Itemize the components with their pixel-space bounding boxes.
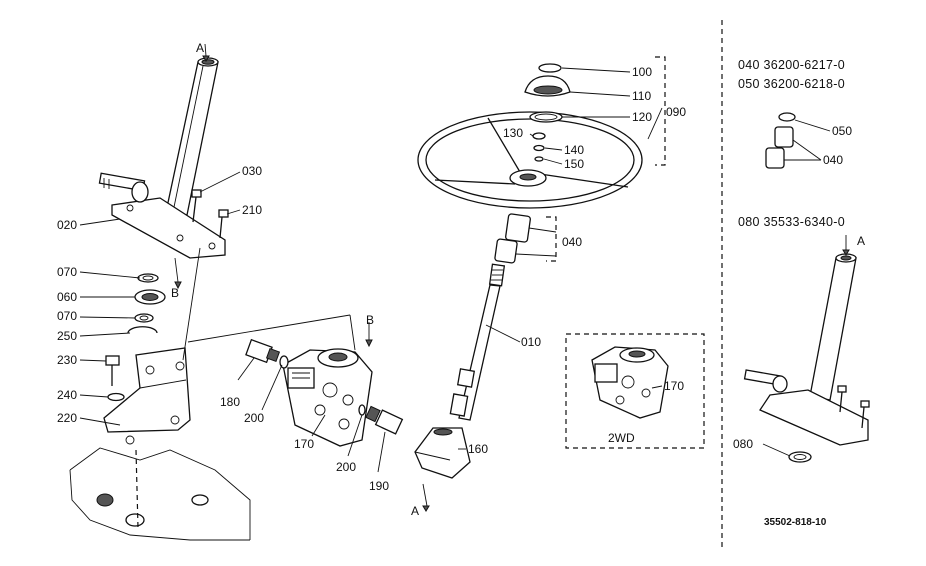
label-060: 060 xyxy=(57,290,77,304)
ref-b-right: B xyxy=(366,313,374,327)
ref-a-top-left: A xyxy=(196,41,204,55)
steering-shaft xyxy=(414,213,531,512)
part-number-040: 040 36200-6217-0 xyxy=(738,58,845,72)
steering-column-assembly xyxy=(69,57,251,541)
2wd-pump xyxy=(591,346,669,419)
label-030: 030 xyxy=(242,164,262,178)
label-110: 110 xyxy=(632,89,651,103)
label-250: 250 xyxy=(57,329,77,343)
label-020: 020 xyxy=(57,218,77,232)
ref-a-bottom: A xyxy=(411,504,419,518)
figure-code: 35502-818-10 xyxy=(764,517,827,528)
label-210: 210 xyxy=(242,203,262,217)
power-steering-pump xyxy=(282,348,373,447)
ref-a-right: A xyxy=(857,234,865,248)
label-040-right: 040 xyxy=(823,153,843,167)
label-070-upper: 070 xyxy=(57,265,77,279)
label-180: 180 xyxy=(220,395,240,409)
label-090: 090 xyxy=(666,105,686,119)
label-140: 140 xyxy=(564,143,584,157)
spare-parts-right xyxy=(743,112,870,463)
label-170-2wd: 170 xyxy=(664,379,684,393)
label-130: 130 xyxy=(503,126,523,140)
label-190: 190 xyxy=(369,479,389,493)
label-040: 040 xyxy=(562,235,582,249)
label-160: 160 xyxy=(468,442,488,456)
steering-wheel-assembly xyxy=(417,63,643,209)
variant-label-2wd: 2WD xyxy=(608,431,635,445)
label-010: 010 xyxy=(521,335,541,349)
label-240: 240 xyxy=(57,388,77,402)
label-200-right: 200 xyxy=(336,460,356,474)
label-070-lower: 070 xyxy=(57,309,77,323)
label-120: 120 xyxy=(632,110,652,124)
label-200-left: 200 xyxy=(244,411,264,425)
label-080-right: 080 xyxy=(733,437,753,451)
label-150: 150 xyxy=(564,157,584,171)
hose-fittings xyxy=(245,338,404,435)
leader-lines xyxy=(79,67,831,473)
part-number-050: 050 36200-6218-0 xyxy=(738,77,845,91)
label-050-right: 050 xyxy=(832,124,852,138)
label-220: 220 xyxy=(57,411,77,425)
label-230: 230 xyxy=(57,353,77,367)
label-170-main: 170 xyxy=(294,437,314,451)
label-100: 100 xyxy=(632,65,652,79)
part-number-080: 080 35533-6340-0 xyxy=(738,215,845,229)
ref-b-left: B xyxy=(171,286,179,300)
